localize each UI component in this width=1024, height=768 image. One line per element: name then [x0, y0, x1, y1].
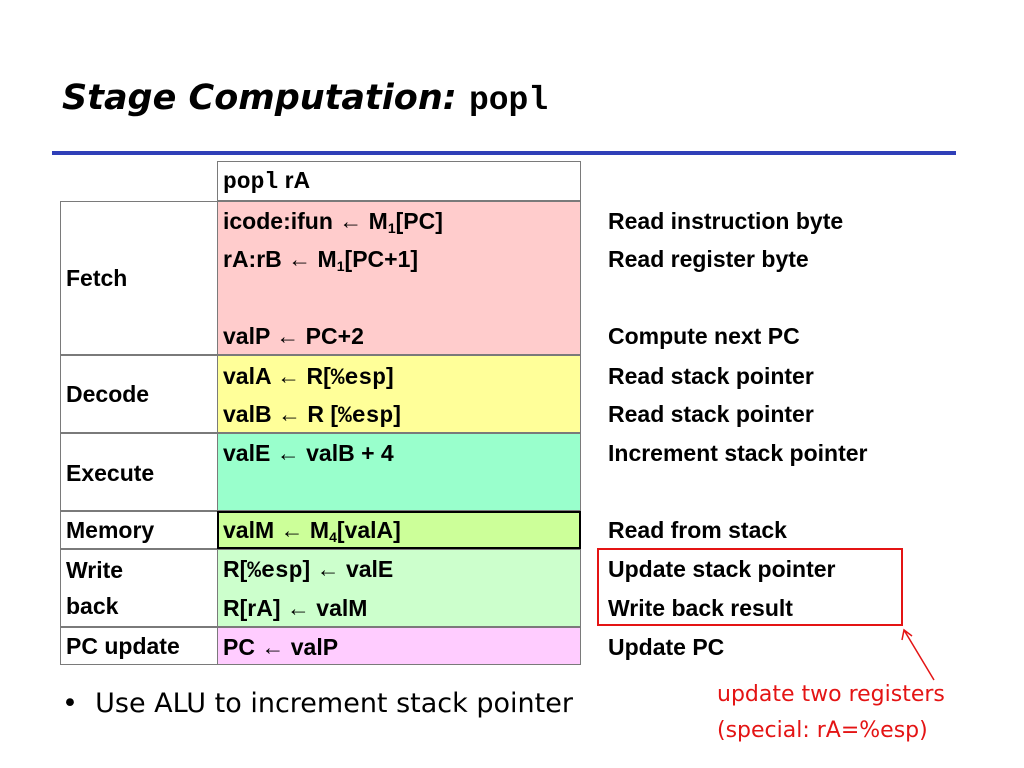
slide-title-instr: popl — [468, 82, 549, 119]
stage-back-label: back — [66, 593, 119, 619]
bullet-marker: • — [62, 688, 78, 719]
highlight-box — [597, 548, 903, 626]
desc-write-esp: Update stack pointer — [608, 556, 836, 582]
memory-ops-box — [217, 511, 581, 549]
desc-fetch-regs: Read register byte — [608, 246, 809, 272]
decode-ops-box — [217, 355, 581, 433]
op-pc-update: PC ← valP — [223, 634, 339, 660]
fetch-ops-box — [217, 201, 581, 355]
slide-title-text: Stage Computation: — [62, 78, 469, 118]
annotation-line1: update two registers — [717, 682, 945, 707]
stage-memory-label: Memory — [66, 517, 155, 543]
header-instr: popl — [223, 169, 279, 195]
desc-decode-valb: Read stack pointer — [608, 401, 814, 427]
op-fetch-regs: rA:rB ← M1[PC+1] — [223, 246, 419, 274]
header-cell — [217, 161, 581, 201]
header-operand: rA — [278, 167, 311, 193]
desc-fetch-valp: Compute next PC — [608, 323, 800, 349]
stage-write-label: Write — [66, 557, 124, 583]
op-write-esp: R[%esp] ← valE — [223, 556, 394, 584]
stage-fetch: Fetch — [60, 201, 218, 355]
desc-pc-update: Update PC — [608, 634, 725, 660]
desc-execute-vale: Increment stack pointer — [608, 440, 868, 466]
stage-pcupdate-label: PC update — [66, 633, 180, 659]
stage-writeback: Write back — [60, 549, 218, 627]
pcupdate-ops-box — [217, 627, 581, 665]
op-fetch-valp: valP ← PC+2 — [223, 323, 364, 349]
op-memory-valm: valM ← M4[valA] — [223, 517, 401, 545]
stage-fetch-label: Fetch — [66, 265, 128, 291]
stage-execute-label: Execute — [66, 460, 155, 486]
desc-memory-valm: Read from stack — [608, 517, 787, 543]
annotation-line2: (special: rA=%esp) — [717, 718, 928, 743]
op-decode-vala: valA ← R[%esp] — [223, 363, 394, 391]
header-instruction: popl rA — [223, 167, 310, 195]
slide-title: Stage Computation: popl — [62, 78, 548, 119]
desc-fetch-icode: Read instruction byte — [608, 208, 844, 234]
desc-decode-vala: Read stack pointer — [608, 363, 814, 389]
op-fetch-icode: icode:ifun ← M1[PC] — [223, 208, 443, 236]
execute-ops-box — [217, 433, 581, 511]
bullet-text: Use ALU to increment stack pointer — [95, 688, 573, 719]
stage-execute: Execute — [60, 433, 218, 511]
op-decode-valb: valB ← R [%esp] — [223, 401, 401, 429]
writeback-ops-box — [217, 549, 581, 627]
op-execute-vale: valE ← valB + 4 — [223, 440, 394, 466]
stage-pcupdate: PC update — [60, 627, 218, 665]
bullet-item: • Use ALU to increment stack pointer — [62, 688, 573, 719]
stage-decode-label: Decode — [66, 381, 150, 407]
op-write-ra: R[rA] ← valM — [223, 595, 368, 621]
title-divider — [52, 151, 956, 155]
desc-write-ra: Write back result — [608, 595, 793, 621]
stage-memory: Memory — [60, 511, 218, 549]
